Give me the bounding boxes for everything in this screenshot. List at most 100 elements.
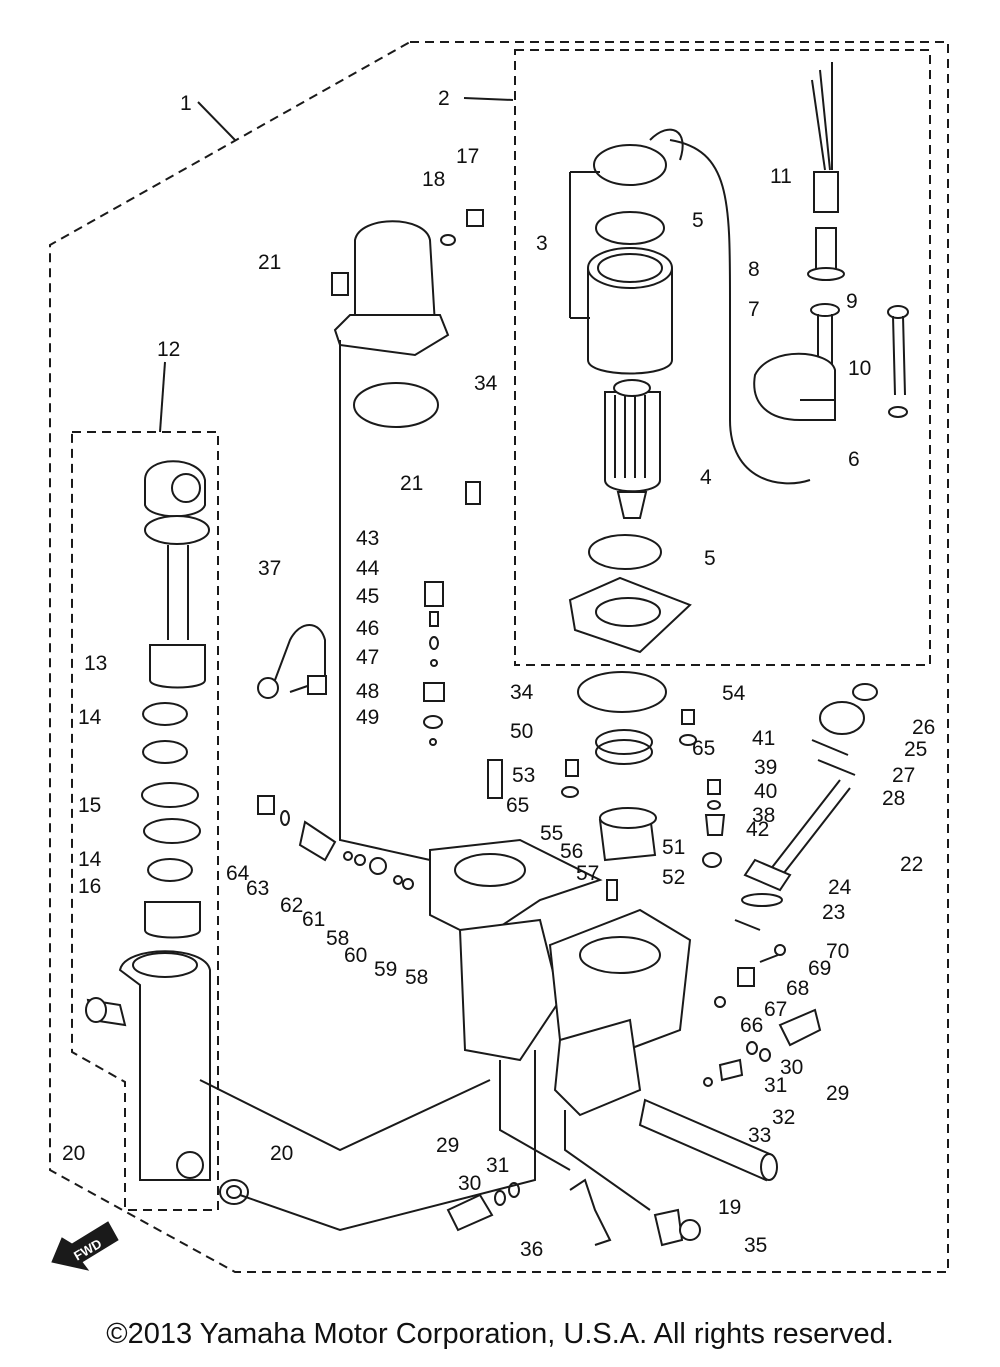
copyright-notice: ©2013 Yamaha Motor Corporation, U.S.A. A… <box>106 1318 894 1350</box>
part-label: 17 <box>456 145 479 168</box>
part-label: 21 <box>258 251 281 274</box>
part-label: 37 <box>258 557 281 580</box>
part-label: 20 <box>270 1142 293 1165</box>
part-label: 24 <box>828 876 852 899</box>
part-label: 58 <box>405 966 428 989</box>
o-ring <box>577 671 667 713</box>
motor-bracket <box>753 352 836 421</box>
lead-wire <box>669 62 845 485</box>
part-label: 29 <box>436 1134 459 1157</box>
part-label: 36 <box>520 1238 543 1261</box>
part-label: 26 <box>912 716 935 739</box>
motor-assembly-boundary <box>514 49 931 666</box>
part-label: 6 <box>848 448 860 471</box>
part-label: 19 <box>718 1196 741 1219</box>
part-label: 21 <box>400 472 423 495</box>
part-labels: 1 2 3 4 5 5 6 7 8 9 10 11 12 13 14 15 14… <box>62 87 935 1261</box>
lower-fittings <box>446 1178 701 1247</box>
leader-line <box>199 1079 491 1152</box>
part-label: 66 <box>740 1014 763 1037</box>
part-label: 31 <box>486 1154 509 1177</box>
part-label: 42 <box>746 818 769 841</box>
part-label: 52 <box>662 866 685 889</box>
part-label: 62 <box>280 894 303 917</box>
part-label: 11 <box>770 165 792 188</box>
part-label: 38 <box>752 804 775 827</box>
pipe-fitting <box>257 677 279 699</box>
part-label: 15 <box>78 794 101 817</box>
part-label: 28 <box>882 787 905 810</box>
part-label: 59 <box>374 958 397 981</box>
part-label: 1 <box>180 92 192 115</box>
part-label: 20 <box>62 1142 85 1165</box>
fwd-arrow-icon: FWD <box>51 1221 119 1271</box>
part-label: 5 <box>692 209 704 232</box>
valve-stack <box>423 581 445 746</box>
part-label: 22 <box>900 853 923 876</box>
bushing <box>219 1179 249 1205</box>
part-label: 14 <box>78 706 102 729</box>
part-label: 2 <box>438 87 450 110</box>
leader-line <box>159 361 166 433</box>
pump-gear <box>598 807 657 862</box>
tilt-cylinder <box>118 460 211 1181</box>
part-label: 14 <box>78 848 102 871</box>
part-label: 13 <box>84 652 107 675</box>
o-ring <box>588 534 662 570</box>
part-label: 25 <box>904 738 927 761</box>
part-label: 64 <box>226 862 250 885</box>
leader-line <box>339 340 431 861</box>
part-label: 33 <box>748 1124 771 1147</box>
leader-line <box>499 1060 571 1171</box>
valve-fittings <box>487 709 726 901</box>
part-label: 31 <box>764 1074 787 1097</box>
part-label: 54 <box>722 682 746 705</box>
part-label: 4 <box>700 466 712 489</box>
part-label: 43 <box>356 527 379 550</box>
part-label: 65 <box>506 794 529 817</box>
part-label: 39 <box>754 756 777 779</box>
part-label: 60 <box>344 944 367 967</box>
cylinder-assembly-boundary <box>71 431 219 1211</box>
part-label: 51 <box>662 836 685 859</box>
part-label: 44 <box>356 557 380 580</box>
part-label: 69 <box>808 957 831 980</box>
part-label: 50 <box>510 720 533 743</box>
part-label: 27 <box>892 764 915 787</box>
motor-armature <box>604 379 661 519</box>
part-label: 57 <box>576 862 599 885</box>
part-label: 49 <box>356 706 379 729</box>
part-label: 18 <box>422 168 445 191</box>
part-label: 63 <box>246 877 269 900</box>
part-label: 10 <box>848 357 871 380</box>
bolt <box>887 305 909 418</box>
part-label: 29 <box>826 1082 849 1105</box>
part-label: 23 <box>822 901 845 924</box>
part-label: 35 <box>744 1234 767 1257</box>
reservoir <box>331 209 484 357</box>
bushing <box>85 997 127 1027</box>
relief-valve-parts <box>703 944 822 1087</box>
part-label: 16 <box>78 875 101 898</box>
part-label: 68 <box>786 977 809 1000</box>
leader-line <box>564 1110 651 1211</box>
part-label: 56 <box>560 840 583 863</box>
part-label: 58 <box>326 927 349 950</box>
leader-line <box>197 101 236 141</box>
part-label: 47 <box>356 646 379 669</box>
part-label: 12 <box>157 338 180 361</box>
part-label: 65 <box>692 737 715 760</box>
part-label: 7 <box>748 298 760 321</box>
part-label: 30 <box>780 1056 803 1079</box>
part-label: 48 <box>356 680 379 703</box>
bolt <box>465 481 481 505</box>
part-label: 9 <box>846 290 858 313</box>
part-label: 3 <box>536 232 548 255</box>
hydraulic-pipe <box>274 624 326 693</box>
o-ring <box>353 382 439 428</box>
pump-body <box>429 838 692 1117</box>
pipe-fitting <box>307 675 327 695</box>
part-label: 61 <box>302 908 325 931</box>
part-label: 30 <box>458 1172 481 1195</box>
